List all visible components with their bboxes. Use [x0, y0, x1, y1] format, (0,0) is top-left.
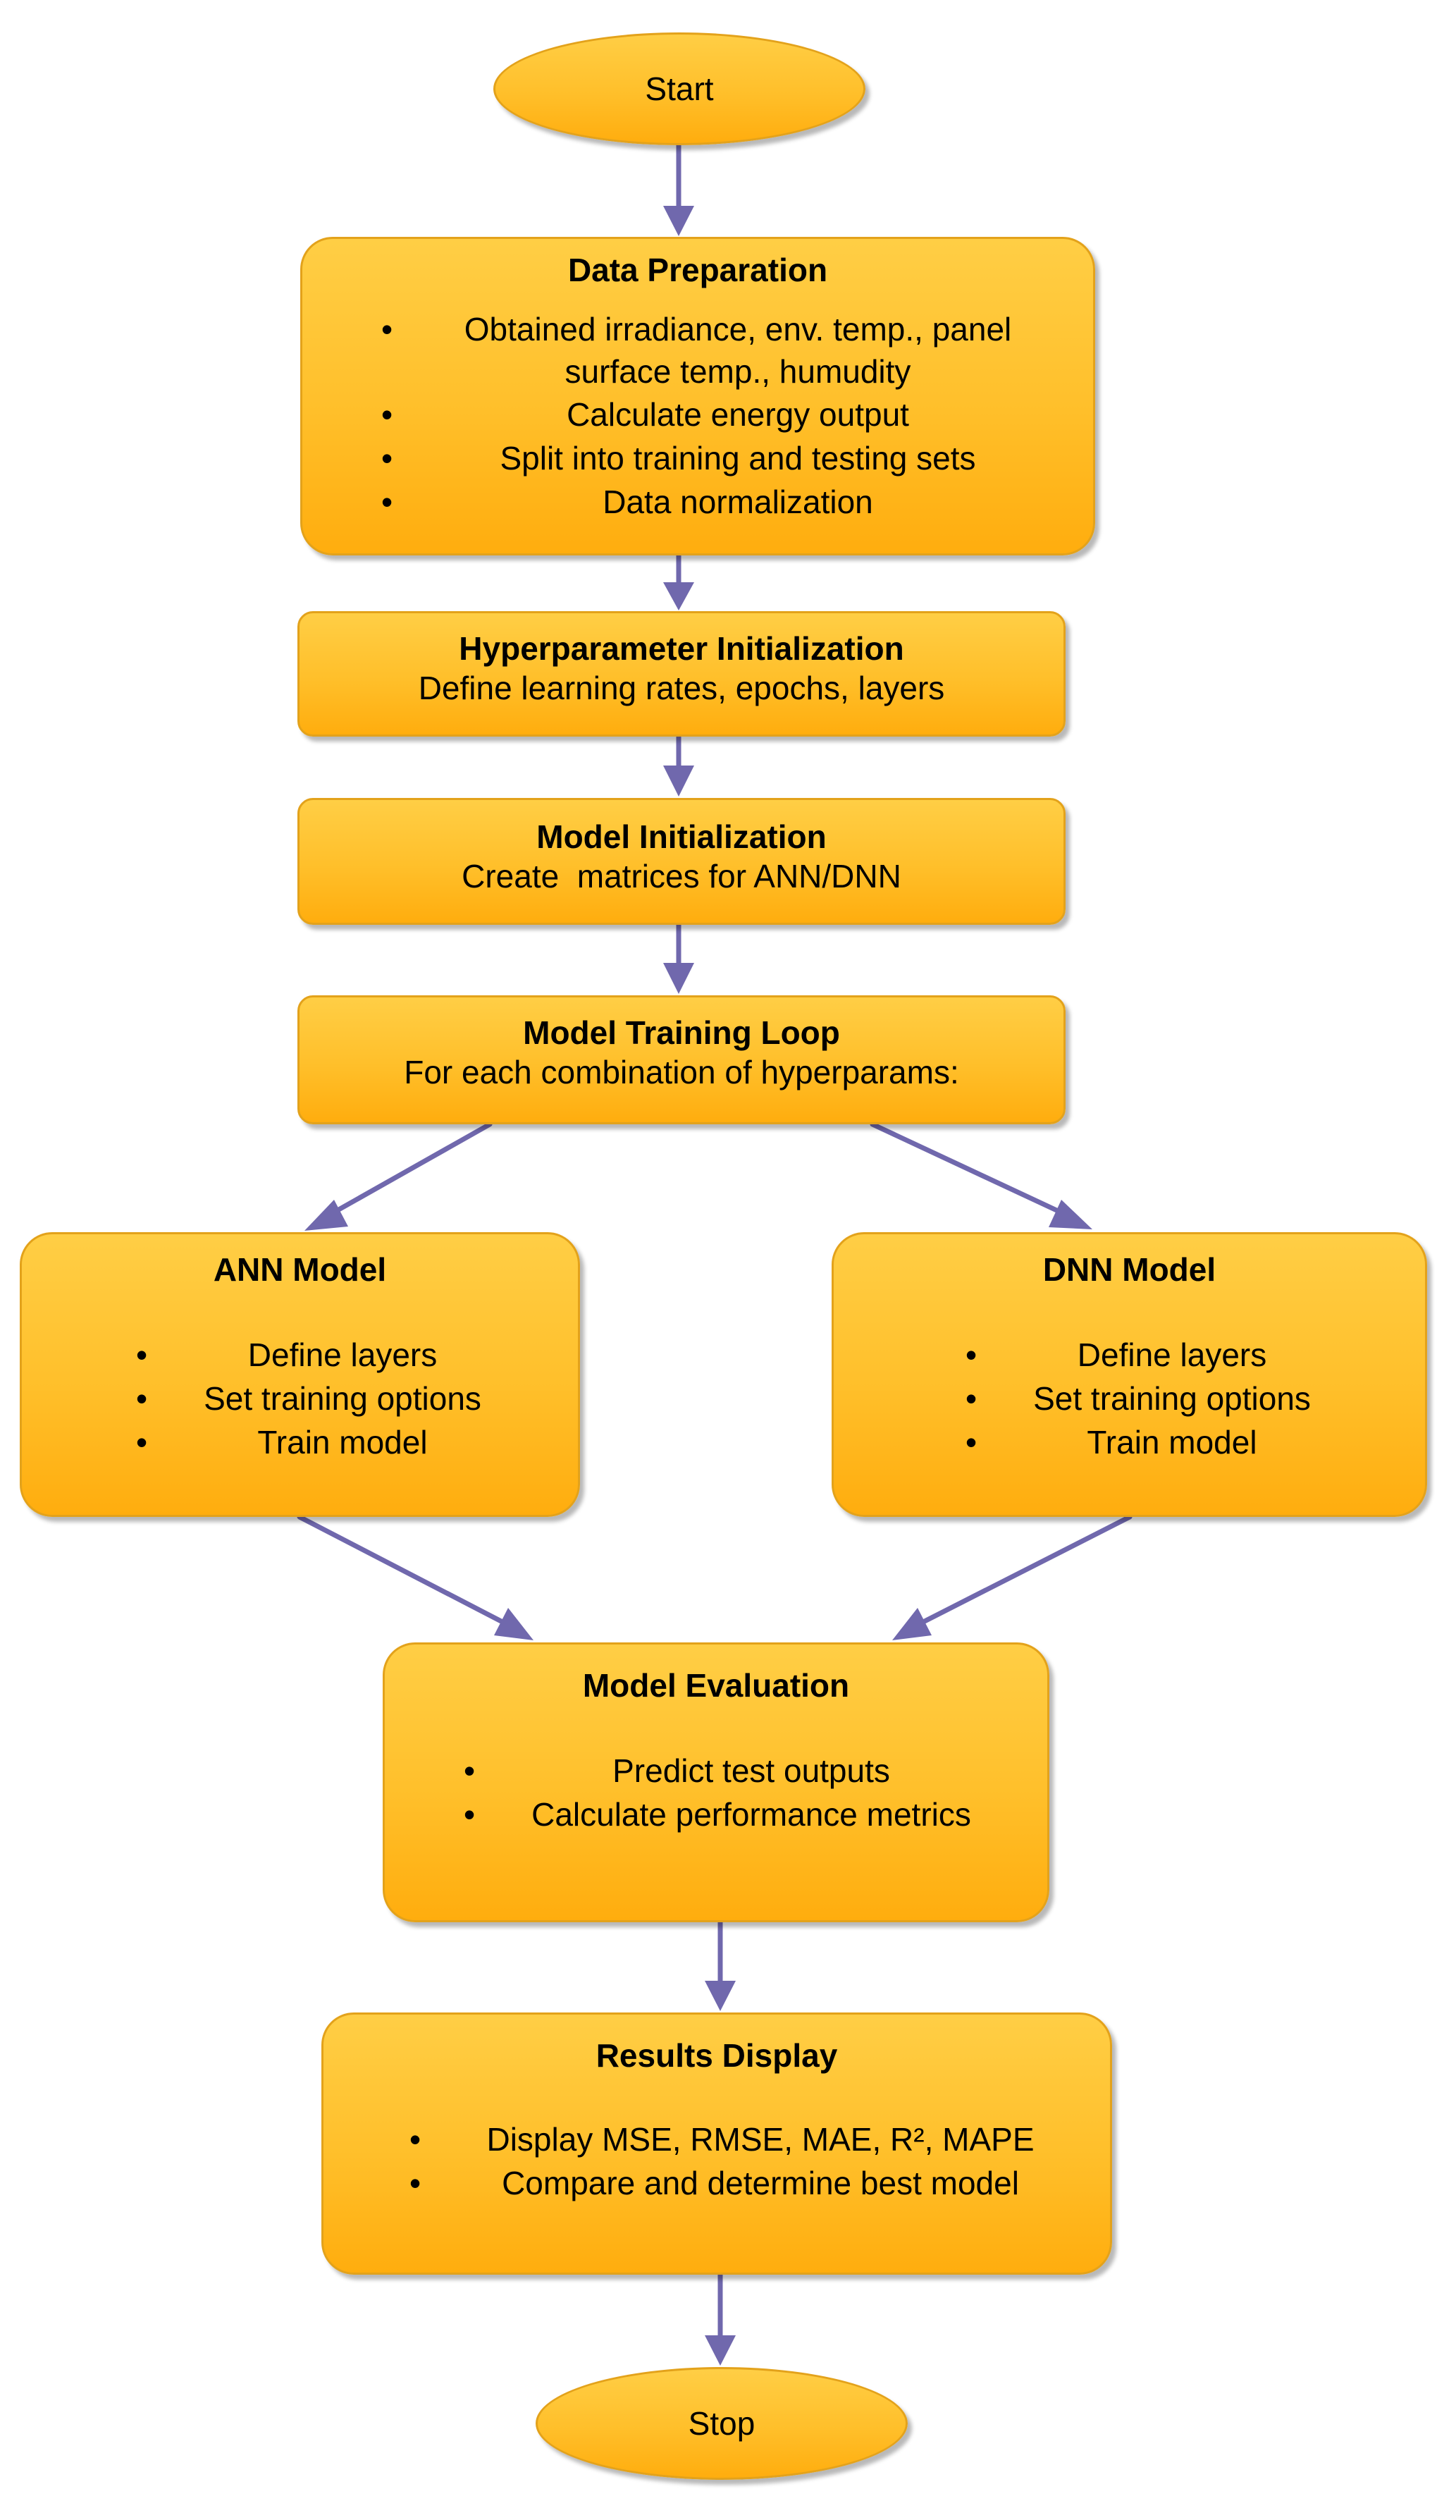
data-preparation-box: Data Preparation • Obtained irradiance, …: [300, 237, 1095, 555]
list-item: • Obtained irradiance, env. temp., panel…: [380, 308, 1068, 393]
list-item: • Calculate performance metrics: [462, 1793, 1012, 1836]
list-item-text: Calculate performance metrics: [531, 1796, 971, 1833]
arrow-dnn-to-evaluation: [919, 1514, 1133, 1625]
results-display-title: Results Display: [596, 2037, 838, 2074]
list-item: • Compare and determine best model: [408, 2161, 1085, 2205]
list-item: • Set training options: [964, 1377, 1359, 1420]
dnn-model-list: • Define layers • Set training options •…: [964, 1333, 1359, 1464]
list-item: • Calculate energy output: [380, 393, 1068, 436]
dnn-model-title: DNN Model: [1042, 1251, 1216, 1288]
arrowhead: [663, 963, 694, 994]
list-item-text: Split into training and testing sets: [500, 440, 976, 477]
list-item: • Train model: [135, 1420, 529, 1464]
list-item-text: Display MSE, RMSE, MAE, R², MAPE: [486, 2121, 1035, 2158]
list-item-text: Train model: [257, 1424, 428, 1461]
list-item: • Define layers: [135, 1333, 529, 1377]
list-item-text: Set training options: [1033, 1380, 1311, 1417]
hyperparameter-title: Hyperparameter Initialization: [459, 630, 904, 667]
hyperparameter-subtitle: Define learning rates, epochs, layers: [418, 670, 945, 706]
list-item-text: Calculate energy output: [567, 396, 909, 433]
list-item-text: Set training options: [204, 1380, 481, 1417]
start-terminal: Start: [493, 32, 865, 145]
model-evaluation-title: Model Evaluation: [582, 1667, 850, 1704]
arrow-ann-to-evaluation: [297, 1514, 507, 1625]
model-training-loop-box: Model Training Loop For each combination…: [297, 995, 1066, 1124]
ann-model-list: • Define layers • Set training options •…: [135, 1333, 529, 1464]
start-label: Start: [645, 70, 714, 107]
arrowhead: [663, 582, 694, 610]
list-item-text: Obtained irradiance, env. temp., panel s…: [464, 311, 1012, 390]
model-init-subtitle: Create matrices for ANN/DNN: [462, 858, 901, 895]
list-item-text: Train model: [1087, 1424, 1257, 1461]
list-item-text: Compare and determine best model: [502, 2165, 1019, 2201]
list-item-text: Define layers: [247, 1336, 438, 1373]
list-item: • Predict test outputs: [462, 1749, 1012, 1793]
arrowhead: [494, 1608, 533, 1640]
arrowhead: [705, 2335, 736, 2366]
list-item-text: Predict test outputs: [612, 1752, 890, 1789]
data-preparation-title: Data Preparation: [567, 252, 828, 288]
dnn-model-box: DNN Model • Define layers • Set training…: [832, 1232, 1427, 1517]
arrowhead: [892, 1608, 932, 1640]
hyperparameter-initialization-box: Hyperparameter Initialization Define lea…: [297, 611, 1066, 737]
list-item: • Set training options: [135, 1377, 529, 1420]
results-display-list: • Display MSE, RMSE, MAE, R², MAPE • Com…: [408, 2118, 1085, 2205]
list-item: • Train model: [964, 1420, 1359, 1464]
arrowhead: [304, 1200, 348, 1231]
data-preparation-list: • Obtained irradiance, env. temp., panel…: [380, 308, 1068, 524]
list-item: • Define layers: [964, 1333, 1359, 1377]
training-loop-subtitle: For each combination of hyperparams:: [404, 1054, 959, 1090]
arrowhead: [663, 206, 694, 236]
arrow-training-loop-to-ann: [328, 1121, 493, 1217]
arrowhead: [663, 766, 694, 797]
ann-model-title: ANN Model: [213, 1251, 387, 1288]
arrowhead: [1049, 1200, 1092, 1229]
list-item-text: Data normalization: [603, 484, 873, 520]
model-evaluation-box: Model Evaluation • Predict test outputs …: [383, 1642, 1049, 1922]
list-item: • Data normalization: [380, 480, 1068, 524]
arrow-training-loop-to-dnn: [870, 1121, 1067, 1217]
model-init-title: Model Initialization: [536, 818, 827, 855]
list-item: • Split into training and testing sets: [380, 436, 1068, 480]
ann-model-box: ANN Model • Define layers • Set training…: [20, 1232, 580, 1517]
stop-terminal: Stop: [536, 2367, 908, 2480]
arrowhead: [705, 1981, 736, 2011]
list-item-text: Define layers: [1077, 1336, 1267, 1373]
model-initialization-box: Model Initialization Create matrices for…: [297, 798, 1066, 925]
results-display-box: Results Display • Display MSE, RMSE, MAE…: [321, 2012, 1112, 2275]
list-item: • Display MSE, RMSE, MAE, R², MAPE: [408, 2118, 1085, 2161]
stop-label: Stop: [688, 2405, 755, 2442]
model-evaluation-list: • Predict test outputs • Calculate perfo…: [462, 1749, 1012, 1836]
training-loop-title: Model Training Loop: [523, 1014, 840, 1051]
